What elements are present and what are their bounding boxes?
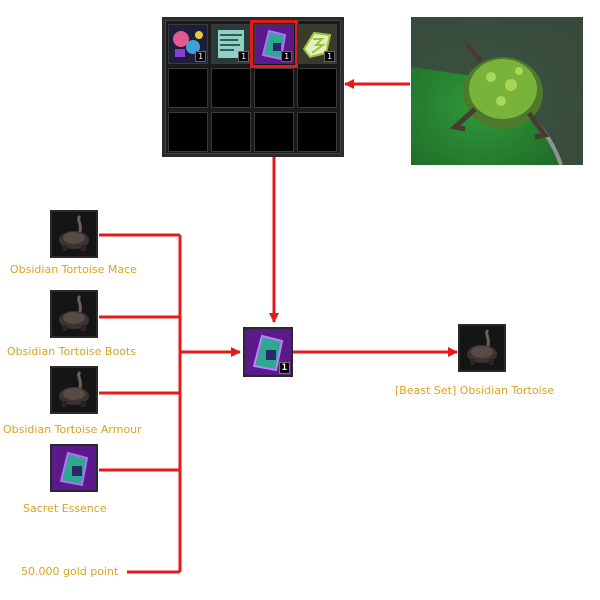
ingredient-icon-boots[interactable] [50, 290, 98, 338]
slot-count: 1 [195, 51, 206, 62]
inventory-slot-empty[interactable] [168, 112, 208, 152]
tortoise-creature-scene [411, 17, 583, 165]
inventory-slot-sacret-essence[interactable]: 1 [254, 24, 294, 64]
ingredient-label-mace: Obsidian Tortoise Mace [10, 263, 137, 276]
tortoise-icon [52, 212, 96, 256]
inventory-slot-empty[interactable] [211, 112, 251, 152]
inventory-slot-scroll[interactable]: 1 [211, 24, 251, 64]
inventory-slot-gem[interactable]: 1 [297, 24, 337, 64]
ingredient-icon-sacret-essence[interactable] [50, 444, 98, 492]
inventory-slot-toy[interactable]: 1 [168, 24, 208, 64]
tortoise-icon [52, 368, 96, 412]
center-item-count: 1 [279, 362, 290, 374]
center-sacret-essence-item[interactable]: 1 [243, 327, 293, 377]
tortoise-icon [460, 326, 504, 370]
ingredient-label-boots: Obsidian Tortoise Boots [7, 345, 136, 358]
slot-count: 1 [238, 51, 249, 62]
inventory-slot-empty[interactable] [297, 68, 337, 108]
inventory-panel: 1 1 1 1 [162, 17, 344, 157]
tortoise-creature-icon [411, 17, 583, 165]
ingredient-label-armour: Obsidian Tortoise Armour [3, 423, 142, 436]
ingredient-icon-mace[interactable] [50, 210, 98, 258]
tortoise-icon [52, 292, 96, 336]
inventory-slot-empty[interactable] [168, 68, 208, 108]
slot-count: 1 [281, 51, 292, 62]
inventory-slot-empty[interactable] [211, 68, 251, 108]
ingredient-label-sacret-essence: Sacret Essence [23, 502, 107, 515]
slot-count: 1 [324, 51, 335, 62]
inventory-slot-empty[interactable] [254, 68, 294, 108]
ingredient-icon-armour[interactable] [50, 366, 98, 414]
result-label: [Beast Set] Obsidian Tortoise [395, 384, 554, 397]
inventory-slot-empty[interactable] [254, 112, 294, 152]
inventory-slot-empty[interactable] [297, 112, 337, 152]
gold-cost-label: 50.000 gold point [21, 565, 118, 578]
sacret-essence-icon [52, 446, 96, 490]
result-icon[interactable] [458, 324, 506, 372]
